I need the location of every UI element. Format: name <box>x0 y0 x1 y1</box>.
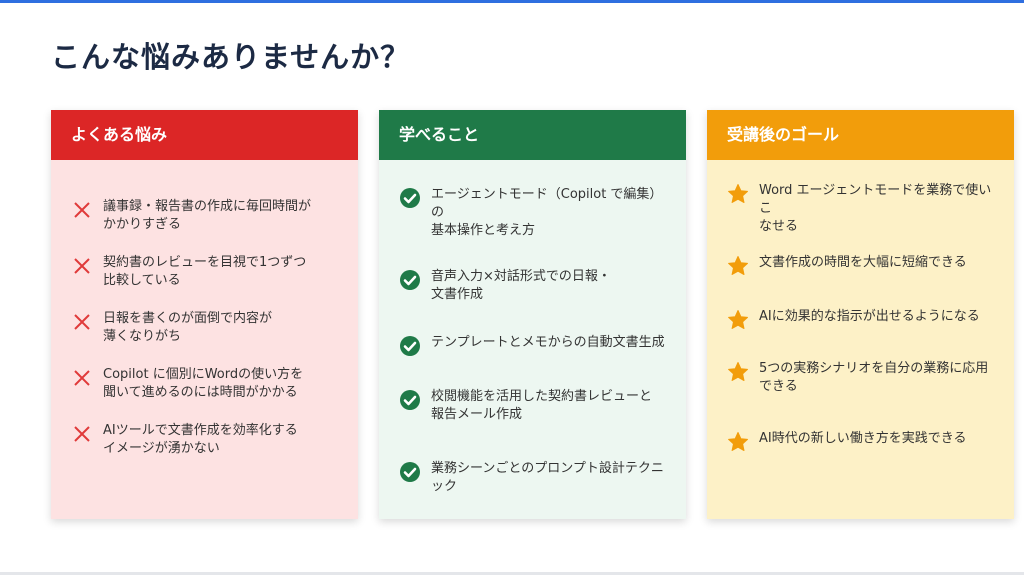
card-learn: 学べること エージェントモード（Copilot で編集）の 基本操作と考え方音声… <box>379 110 686 519</box>
list-item-text: 議事録・報告書の作成に毎回時間が かかりすぎる <box>103 199 312 232</box>
list-item: Word エージェントモードを業務で使いこ なせる <box>727 182 1000 236</box>
check-circle-icon <box>399 335 421 357</box>
list-item-text: 校閲機能を活用した契約書レビューと 報告メール作成 <box>431 389 653 422</box>
card-heading: 受講後のゴール <box>707 110 1014 160</box>
list-item-text: 契約書のレビューを目視で1つずつ 比較している <box>103 255 307 288</box>
list-item: 文書作成の時間を大幅に短縮できる <box>727 254 1000 277</box>
star-icon <box>727 431 749 453</box>
list-item: 業務シーンごとのプロンプト設計テクニック <box>399 460 672 496</box>
list-item: 日報を書くのが面倒で内容が 薄くなりがち <box>71 310 344 346</box>
star-icon <box>727 309 749 331</box>
list-item: 校閲機能を活用した契約書レビューと 報告メール作成 <box>399 388 672 424</box>
list-item-text: 5つの実務シナリオを自分の業務に応用 できる <box>759 361 989 394</box>
list-item: AIに効果的な指示が出せるようになる <box>727 308 1000 331</box>
list-item: エージェントモード（Copilot で編集）の 基本操作と考え方 <box>399 186 672 240</box>
list-item-text: 業務シーンごとのプロンプト設計テクニック <box>431 461 664 494</box>
list-item-text: 日報を書くのが面倒で内容が 薄くなりがち <box>103 311 273 344</box>
list-item: テンプレートとメモからの自動文書生成 <box>399 334 672 357</box>
x-icon <box>71 199 93 221</box>
card-problems: よくある悩み 議事録・報告書の作成に毎回時間が かかりすぎる契約書のレビューを目… <box>51 110 358 519</box>
list-item-text: Copilot に個別にWordの使い方を 聞いて進めるのには時間がかかる <box>103 367 304 400</box>
check-circle-icon <box>399 187 421 209</box>
list-item: 契約書のレビューを目視で1つずつ 比較している <box>71 254 344 290</box>
card-heading: よくある悩み <box>51 110 358 160</box>
list-item: AIツールで文書作成を効率化する イメージが湧かない <box>71 422 344 458</box>
x-icon <box>71 311 93 333</box>
list-item: 議事録・報告書の作成に毎回時間が かかりすぎる <box>71 198 344 234</box>
bottom-divider <box>0 572 1024 575</box>
list-item-text: AI時代の新しい働き方を実践できる <box>759 431 967 446</box>
list-item-text: エージェントモード（Copilot で編集）の 基本操作と考え方 <box>431 187 663 238</box>
list-item-text: 文書作成の時間を大幅に短縮できる <box>759 255 967 270</box>
card-goals: 受講後のゴール Word エージェントモードを業務で使いこ なせる文書作成の時間… <box>707 110 1014 519</box>
check-circle-icon <box>399 269 421 291</box>
list-item-text: 音声入力×対話形式での日報・ 文書作成 <box>431 269 611 302</box>
card-heading: 学べること <box>379 110 686 160</box>
list-item: 5つの実務シナリオを自分の業務に応用 できる <box>727 360 1000 396</box>
check-circle-icon <box>399 389 421 411</box>
star-icon <box>727 183 749 205</box>
list-item-text: Word エージェントモードを業務で使いこ なせる <box>759 183 992 234</box>
x-icon <box>71 423 93 445</box>
list-item: Copilot に個別にWordの使い方を 聞いて進めるのには時間がかかる <box>71 366 344 402</box>
top-accent-bar <box>0 0 1024 3</box>
list-item: AI時代の新しい働き方を実践できる <box>727 430 1000 453</box>
star-icon <box>727 361 749 383</box>
list-item: 音声入力×対話形式での日報・ 文書作成 <box>399 268 672 304</box>
x-icon <box>71 367 93 389</box>
list-item-text: テンプレートとメモからの自動文書生成 <box>431 335 665 350</box>
star-icon <box>727 255 749 277</box>
check-circle-icon <box>399 461 421 483</box>
list-item-text: AIツールで文書作成を効率化する イメージが湧かない <box>103 423 298 456</box>
x-icon <box>71 255 93 277</box>
page-title: こんな悩みありませんか？ <box>51 40 411 74</box>
list-item-text: AIに効果的な指示が出せるようになる <box>759 309 980 324</box>
